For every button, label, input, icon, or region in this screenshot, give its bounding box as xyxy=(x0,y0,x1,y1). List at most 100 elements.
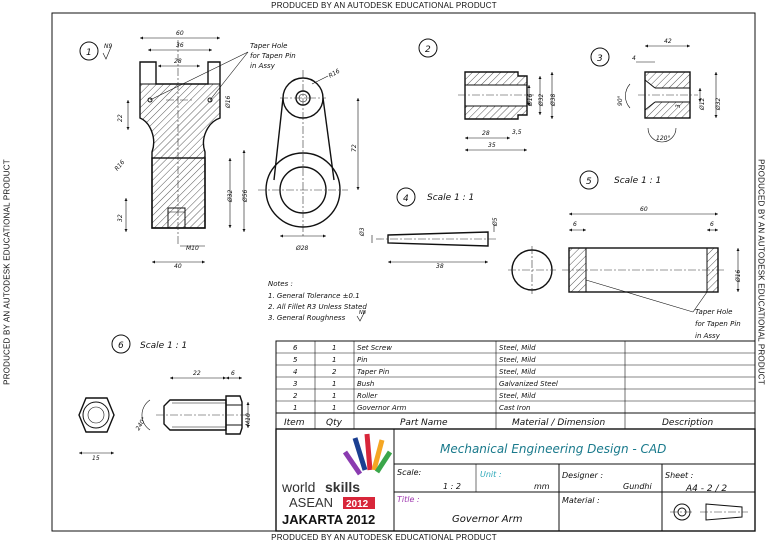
notes-line-2: 2. All Fillet R3 Unless Stated xyxy=(268,303,367,311)
view-3-number: 3 xyxy=(597,54,603,64)
dim-v1-28: 28 xyxy=(174,58,182,65)
view-5-pin: 5 Scale 1 : 1 60 6 6 Ø16 Taper Hole for … xyxy=(508,170,742,340)
dim-v1-16: Ø16 xyxy=(225,95,232,109)
designer-label: Designer : xyxy=(562,471,603,480)
svg-text:Steel, Mild: Steel, Mild xyxy=(499,344,536,352)
view-2-roller: 2 Ø16 Ø32 Ø38 28 3,5 35 xyxy=(418,38,557,152)
dim-v6-240: 240° xyxy=(135,416,148,432)
general-notes: Notes : 1. General Tolerance ±0.1 2. All… xyxy=(268,280,367,322)
dim-v1-r16: R16 xyxy=(113,159,126,173)
view-1-balloon xyxy=(79,41,99,61)
dim-v5-60: 60 xyxy=(640,206,648,213)
svg-text:1: 1 xyxy=(332,344,336,352)
svg-text:Qty: Qty xyxy=(326,418,343,428)
view-1-section: 1 N9 60 36 28 22 Ø16 R16 Ø32 Ø56 32 40 M xyxy=(79,30,296,270)
dim-v3-120: 120° xyxy=(656,135,670,142)
dim-v4-38: 38 xyxy=(436,263,444,270)
dim-v1s-r16: R16 xyxy=(328,68,342,80)
dim-v5-16: Ø16 xyxy=(735,269,742,283)
view-2-number: 2 xyxy=(425,45,431,55)
dim-v1-60: 60 xyxy=(176,30,184,37)
dim-v2-35: 3,5 xyxy=(512,129,522,136)
view-5-scale: Scale 1 : 1 xyxy=(614,176,661,186)
designer-value: Gundhi xyxy=(623,482,652,491)
dim-v1-56: Ø56 xyxy=(242,189,249,203)
svg-text:Set Screw: Set Screw xyxy=(357,344,392,352)
view-1-side: R16 72 Ø28 xyxy=(258,68,360,252)
material-label: Material : xyxy=(562,496,600,505)
dim-v1s-72: 72 xyxy=(351,144,358,152)
notes-roughness: N8 xyxy=(359,310,366,316)
view-1-roughness: N9 xyxy=(104,43,112,50)
svg-text:4: 4 xyxy=(293,368,297,376)
parts-row: 2 1 Roller Steel, Mild xyxy=(293,392,536,400)
svg-text:1: 1 xyxy=(332,392,336,400)
title-block-heading: Mechanical Engineering Design - CAD xyxy=(440,442,666,456)
dim-v5-6a: 6 xyxy=(573,221,577,228)
svg-text:Steel, Mild: Steel, Mild xyxy=(499,368,536,376)
dim-v6-22: 22 xyxy=(193,370,201,377)
watermark-top: PRODUCED BY AN AUTODESK EDUCATIONAL PROD… xyxy=(271,1,497,10)
parts-row: 3 1 Bush Galvanized Steel xyxy=(293,380,558,388)
notes-line-3: 3. General Roughness xyxy=(268,314,346,322)
parts-row: 1 1 Governor Arm Cast Iron xyxy=(293,404,530,412)
dim-v1-22: 22 xyxy=(117,114,124,122)
view-4-number: 4 xyxy=(403,194,409,204)
dim-v2-16: Ø16 xyxy=(527,93,534,107)
logo-skills: skills xyxy=(325,479,360,495)
v1-note-line-1: Taper Hole xyxy=(250,42,287,50)
projection-symbol-icon xyxy=(670,503,748,521)
svg-text:2: 2 xyxy=(332,368,337,376)
dim-v5-6b: 6 xyxy=(710,221,714,228)
svg-text:1: 1 xyxy=(332,356,336,364)
svg-text:1: 1 xyxy=(332,380,336,388)
view-4-taper-pin: 4 Scale 1 : 1 Ø3 Ø5 38 xyxy=(359,187,499,270)
watermark-bottom: PRODUCED BY AN AUTODESK EDUCATIONAL PROD… xyxy=(271,533,497,542)
svg-text:Cast Iron: Cast Iron xyxy=(499,404,530,412)
dim-v4-5: Ø5 xyxy=(492,217,499,227)
svg-text:6: 6 xyxy=(293,344,298,352)
view-3-bush: 3 42 4 90° 3 120° Ø12 Ø32 xyxy=(590,38,722,143)
view-6-number: 6 xyxy=(118,341,124,351)
dim-v1s-28: Ø28 xyxy=(295,245,309,252)
sheet-label: Sheet : xyxy=(665,471,694,480)
svg-text:1: 1 xyxy=(293,404,297,412)
title-value: Governor Arm xyxy=(452,514,523,525)
svg-text:5: 5 xyxy=(293,356,298,364)
parts-header: Item Qty Part Name Material / Dimension … xyxy=(284,418,714,428)
dim-v1-32v: 32 xyxy=(117,214,124,222)
parts-row: 5 1 Pin Steel, Mild xyxy=(293,356,536,364)
sheet-value: A4 - 2 / 2 xyxy=(685,484,727,494)
v1-note-line-2: for Tapen Pin xyxy=(250,52,296,60)
dim-v1-m10: M10 xyxy=(186,245,199,252)
view-4-scale: Scale 1 : 1 xyxy=(427,193,474,203)
dim-v3-12: Ø12 xyxy=(699,97,706,111)
svg-text:Material / Dimension: Material / Dimension xyxy=(512,418,605,428)
worldskills-logo: world skills ASEAN 2012 JAKARTA 2012 xyxy=(281,433,393,527)
logo-asean: ASEAN xyxy=(289,495,333,510)
dim-v3-90: 90° xyxy=(617,95,624,106)
svg-text:Governor Arm: Governor Arm xyxy=(357,404,407,412)
dim-v1-40: 40 xyxy=(174,263,182,270)
v5-note-line-3: in Assy xyxy=(695,332,721,340)
dim-v6-m10: M10 xyxy=(245,413,252,426)
dim-v3-32: Ø32 xyxy=(715,97,722,111)
svg-text:Item: Item xyxy=(284,418,305,428)
notes-title: Notes : xyxy=(268,280,293,288)
parts-row: 4 2 Taper Pin Steel, Mild xyxy=(293,368,536,376)
dim-v1-32: Ø32 xyxy=(227,189,234,203)
svg-text:1: 1 xyxy=(332,404,336,412)
logo-city: JAKARTA 2012 xyxy=(282,512,375,527)
logo-year: 2012 xyxy=(346,499,369,510)
svg-text:Roller: Roller xyxy=(357,392,378,400)
title-block: Mechanical Engineering Design - CAD worl… xyxy=(275,428,756,532)
svg-text:3: 3 xyxy=(293,380,297,388)
svg-text:Taper Pin: Taper Pin xyxy=(357,368,389,376)
svg-text:Steel, Mild: Steel, Mild xyxy=(499,356,536,364)
parts-row: 6 1 Set Screw Steel, Mild xyxy=(293,344,536,352)
view-5-number: 5 xyxy=(586,177,592,187)
unit-value: mm xyxy=(534,482,550,491)
dim-v2-38: Ø38 xyxy=(550,93,557,107)
dim-v2-32: Ø32 xyxy=(538,93,545,107)
